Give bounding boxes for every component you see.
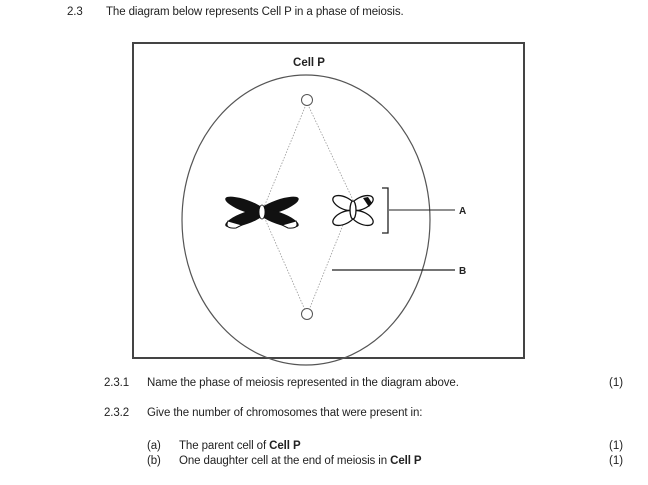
part-text: One daughter cell at the end of meiosis … xyxy=(179,455,422,467)
chromosome-left-icon xyxy=(225,196,299,229)
subquestion-number: 2.3.2 xyxy=(104,407,130,419)
marks: (1) xyxy=(609,377,624,389)
diagram-title: Cell P xyxy=(293,57,325,69)
marks: (1) xyxy=(609,440,624,452)
subquestion-text: Give the number of chromosomes that were… xyxy=(147,407,423,419)
spindle-fibres xyxy=(261,106,354,311)
part-text: The parent cell of Cell P xyxy=(179,440,301,452)
subquestion-text: Name the phase of meiosis represented in… xyxy=(147,377,459,389)
label-b: B xyxy=(459,266,466,277)
label-a: A xyxy=(459,206,466,217)
question-intro: The diagram below represents Cell P in a… xyxy=(106,6,404,18)
marks: (1) xyxy=(609,455,624,467)
bracket-a xyxy=(382,187,389,234)
cell-membrane xyxy=(181,74,431,366)
chromosome-right-icon xyxy=(332,194,374,227)
centriole-top-icon xyxy=(301,94,313,106)
subquestion-number: 2.3.1 xyxy=(104,377,130,389)
centriole-bottom-icon xyxy=(301,308,313,320)
part-label: (b) xyxy=(147,455,161,467)
question-number: 2.3 xyxy=(67,6,83,18)
diagram-frame xyxy=(132,42,525,359)
part-label: (a) xyxy=(147,440,161,452)
